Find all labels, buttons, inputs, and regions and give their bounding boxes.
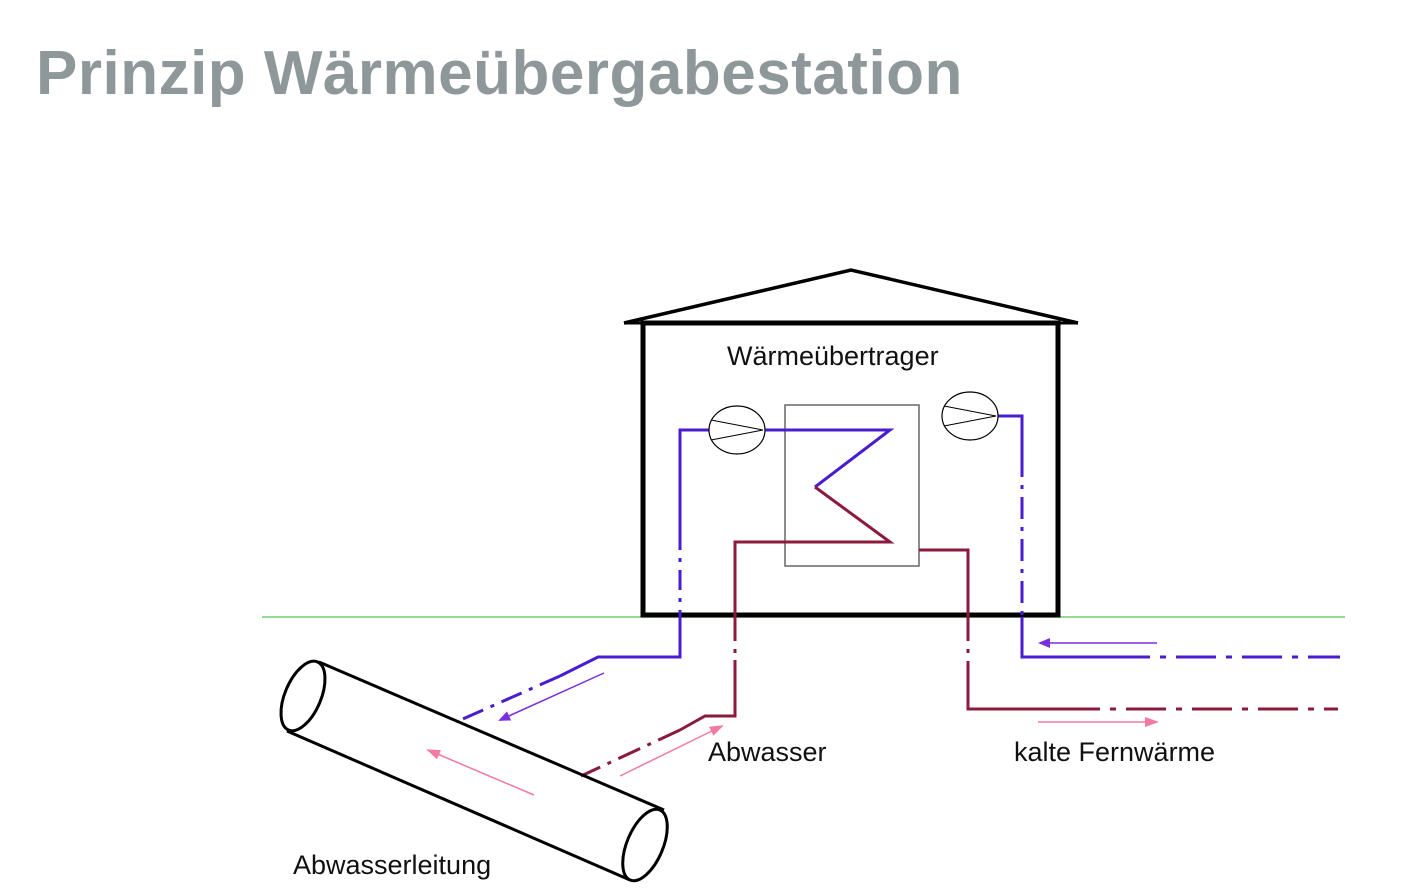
flow-arrow-cold <box>498 672 605 721</box>
sewer-pipe-icon <box>279 659 669 883</box>
pump-icon <box>941 391 999 441</box>
sewer-pipe-label: Abwasserleitung <box>293 850 491 880</box>
waste-water-label: Abwasser <box>708 737 827 767</box>
warm-circuit-line <box>580 485 1338 778</box>
heat-exchanger-icon <box>784 404 920 567</box>
pump-icon <box>708 405 766 455</box>
flow-arrow-warm <box>426 749 535 796</box>
page-title: Prinzip Wärmeübergabestation <box>36 39 963 108</box>
heat-exchanger-label: Wärmeübertrager <box>727 341 939 371</box>
flow-arrow-warm <box>619 725 724 777</box>
cold-circuit-line <box>455 414 1340 724</box>
house-icon <box>623 268 1079 618</box>
cold-district-heating-label: kalte Fernwärme <box>1014 737 1215 767</box>
